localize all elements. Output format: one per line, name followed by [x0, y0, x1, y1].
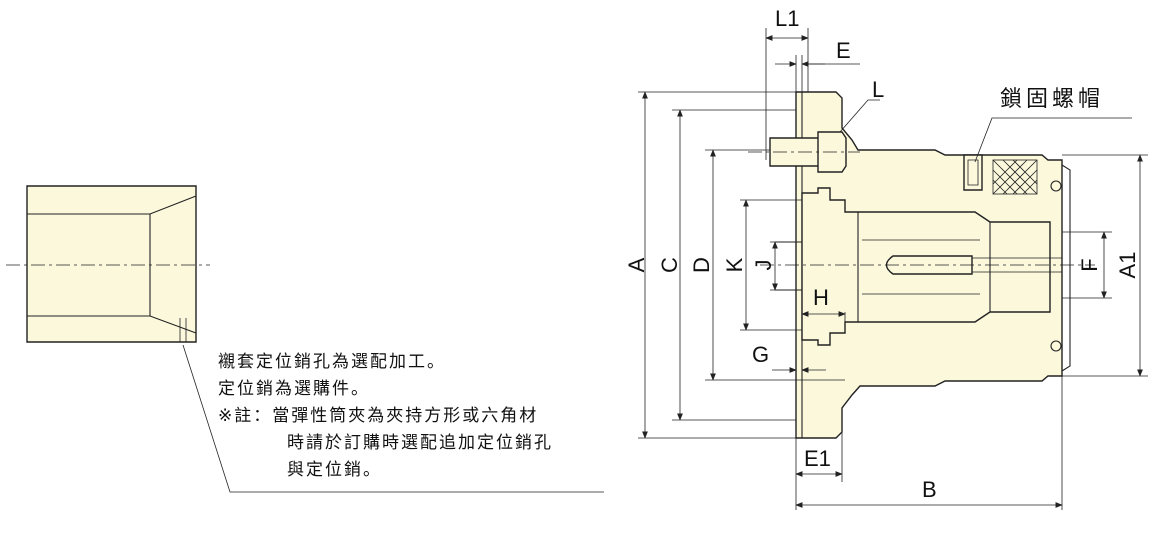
label-A1: A1 [1115, 252, 1140, 279]
label-A: A [624, 257, 649, 272]
dimension-labels: L1 E L 鎖固螺帽 A C D K J F A1 H G E1 B [624, 6, 1140, 502]
knurl-pattern [992, 159, 1038, 195]
note-block: 襯套定位銷孔為選配加工。 定位銷為選購件。 ※註：當彈性筒夾為夾持方形或六角材 … [218, 352, 553, 480]
label-K: K [722, 257, 747, 272]
label-E: E [836, 38, 851, 63]
note-line-4: 時請於訂購時選配追加定位銷孔 [287, 433, 553, 453]
note-line-1: 襯套定位銷孔為選配加工。 [218, 352, 446, 372]
label-lock-nut: 鎖固螺帽 [1000, 87, 1104, 112]
collet-chuck-body [748, 91, 1095, 439]
label-C: C [657, 257, 682, 273]
bushing-detail [6, 185, 210, 343]
label-F: F [1077, 258, 1102, 271]
dimension-lines [638, 28, 1148, 510]
note-line-2: 定位銷為選購件。 [218, 379, 370, 399]
note-leader [182, 344, 604, 493]
label-J: J [751, 260, 776, 271]
label-L1: L1 [775, 6, 799, 31]
label-L: L [872, 77, 884, 102]
label-G: G [752, 342, 769, 367]
note-line-5: 與定位銷。 [287, 460, 382, 480]
label-H: H [813, 285, 829, 310]
label-D: D [689, 257, 714, 273]
label-E1: E1 [804, 446, 831, 471]
note-line-3: ※註：當彈性筒夾為夾持方形或六角材 [218, 406, 538, 426]
label-B: B [922, 477, 937, 502]
